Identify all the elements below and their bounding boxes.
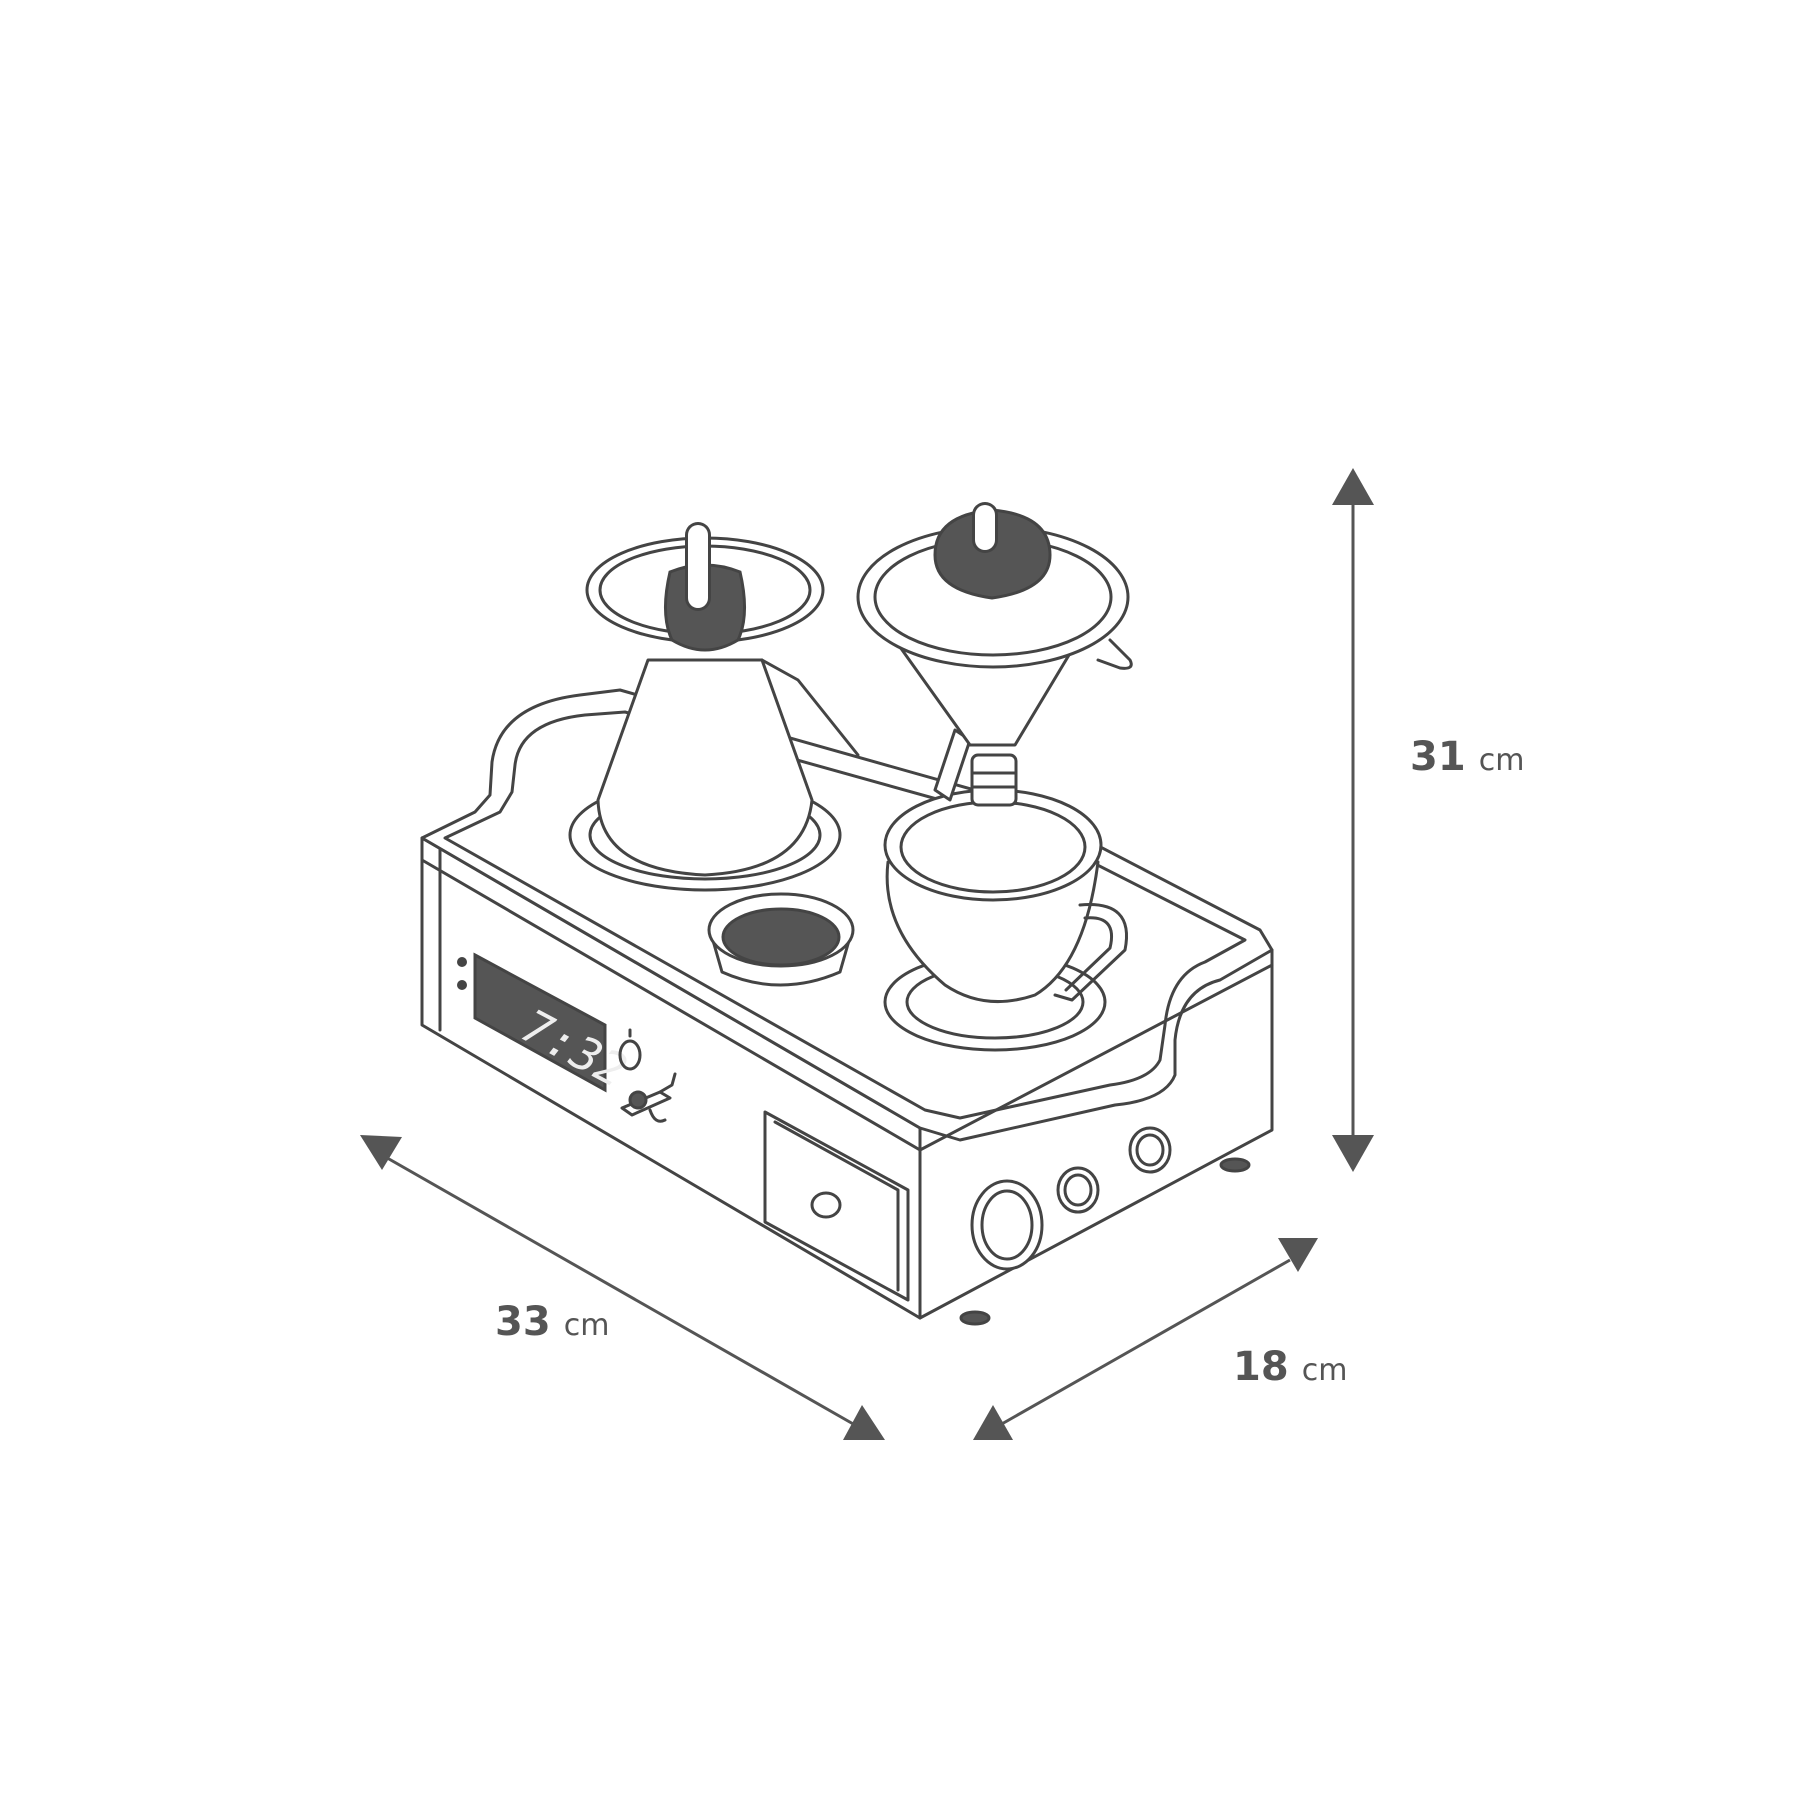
control-knobs[interactable] — [970, 1126, 1172, 1271]
width-unit: cm — [564, 1308, 610, 1343]
indicator-dot-2 — [457, 980, 467, 990]
drawer-knob[interactable] — [810, 1191, 842, 1219]
height-value: 31 — [1410, 734, 1466, 780]
water-tap-icon — [620, 1072, 677, 1123]
light-icon — [618, 1028, 642, 1071]
arrow-head-right — [843, 1405, 885, 1440]
width-value: 33 — [495, 1299, 551, 1345]
svg-text:31 cm: 31 cm — [1410, 734, 1524, 780]
depth-value: 18 — [1233, 1344, 1289, 1390]
arrow-head-down — [1332, 1135, 1374, 1172]
dripper — [856, 502, 1133, 747]
kettle — [585, 522, 860, 877]
depth-dimension: 18 cm — [973, 1238, 1347, 1440]
arrow-head-top-right — [1278, 1238, 1318, 1272]
arrow-head-bottom-left — [973, 1405, 1013, 1440]
arrow-head-left — [360, 1135, 402, 1170]
coffee-maker-illustration: 7:32 — [420, 400, 1274, 1326]
height-unit: cm — [1479, 743, 1525, 778]
svg-text:18 cm: 18 cm — [1233, 1344, 1347, 1390]
height-dimension: 31 cm — [1332, 468, 1524, 1172]
width-dimension: 33 cm — [360, 1135, 885, 1440]
drawer[interactable] — [763, 1110, 910, 1302]
indicator-dot-1 — [457, 957, 467, 967]
connector — [933, 728, 1018, 807]
mug — [883, 788, 1128, 1004]
arrow-head-up — [1332, 468, 1374, 505]
svg-text:33 cm: 33 cm — [495, 1299, 609, 1345]
depth-unit: cm — [1302, 1353, 1348, 1388]
small-cup — [707, 892, 855, 987]
